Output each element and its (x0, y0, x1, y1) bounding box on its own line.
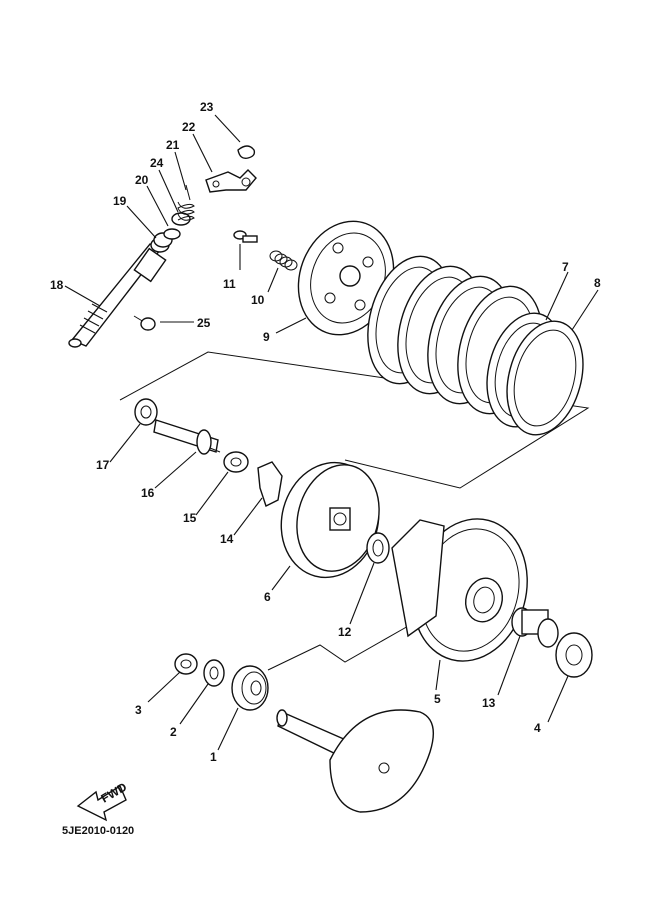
part-1-drive-gear (231, 665, 269, 711)
part-10-spring (269, 250, 298, 271)
part-8-clutch-plate (506, 320, 584, 436)
assembly-boundary (119, 351, 590, 489)
callout-6: 6 (264, 590, 271, 604)
part-25-bolt (133, 315, 156, 331)
part-14-lock-washer (257, 461, 283, 507)
fwd-arrow: FWD (76, 780, 129, 822)
callout-22: 22 (182, 120, 196, 134)
callouts: 23 22 21 24 20 19 18 11 10 9 25 7 8 17 1… (50, 100, 601, 764)
crankshaft (276, 709, 434, 813)
document-code: 5JE2010-0120 (62, 825, 134, 837)
callout-23: 23 (200, 100, 214, 114)
part-19-collar (150, 232, 173, 253)
leader-lines (64, 114, 599, 751)
part-18-shaft (68, 243, 167, 348)
callout-8: 8 (594, 276, 601, 290)
part-21-spring (177, 184, 195, 221)
part-9-pressure-plate (297, 220, 395, 336)
callout-19: 19 (113, 194, 127, 208)
callout-1: 1 (210, 750, 217, 764)
part-22-lever (205, 169, 257, 193)
part-5-clutch-housing (391, 518, 528, 662)
callout-11: 11 (223, 277, 236, 291)
callout-17: 17 (96, 458, 110, 472)
part-12-thrust-washer (366, 532, 390, 564)
part-20-washer (163, 228, 181, 240)
callout-3: 3 (135, 703, 142, 717)
part-2-washer (203, 659, 225, 687)
part-11-bolt (233, 230, 258, 243)
callout-15: 15 (183, 511, 197, 525)
callout-16: 16 (141, 486, 155, 500)
callout-21: 21 (166, 138, 180, 152)
callout-12: 12 (338, 625, 352, 639)
part-4-spacer (555, 632, 593, 678)
part-3-nut (174, 653, 198, 675)
callout-7: 7 (562, 260, 569, 274)
callout-24: 24 (150, 156, 164, 170)
part-23-clip (237, 145, 256, 160)
part-13-bush (511, 607, 559, 648)
part-16-push-rod (153, 419, 221, 455)
callout-5: 5 (434, 692, 441, 706)
callout-18: 18 (50, 278, 64, 292)
callout-10: 10 (251, 293, 265, 307)
part-15-nut (223, 451, 249, 473)
callout-20: 20 (135, 173, 149, 187)
callout-9: 9 (263, 330, 270, 344)
assembly-guide-line (267, 624, 411, 671)
part-6-clutch-boss (280, 461, 380, 579)
callout-2: 2 (170, 725, 177, 739)
callout-25: 25 (197, 316, 211, 330)
callout-14: 14 (220, 532, 234, 546)
callout-4: 4 (534, 721, 541, 735)
callout-13: 13 (482, 696, 496, 710)
part-17-bearing (134, 398, 158, 426)
